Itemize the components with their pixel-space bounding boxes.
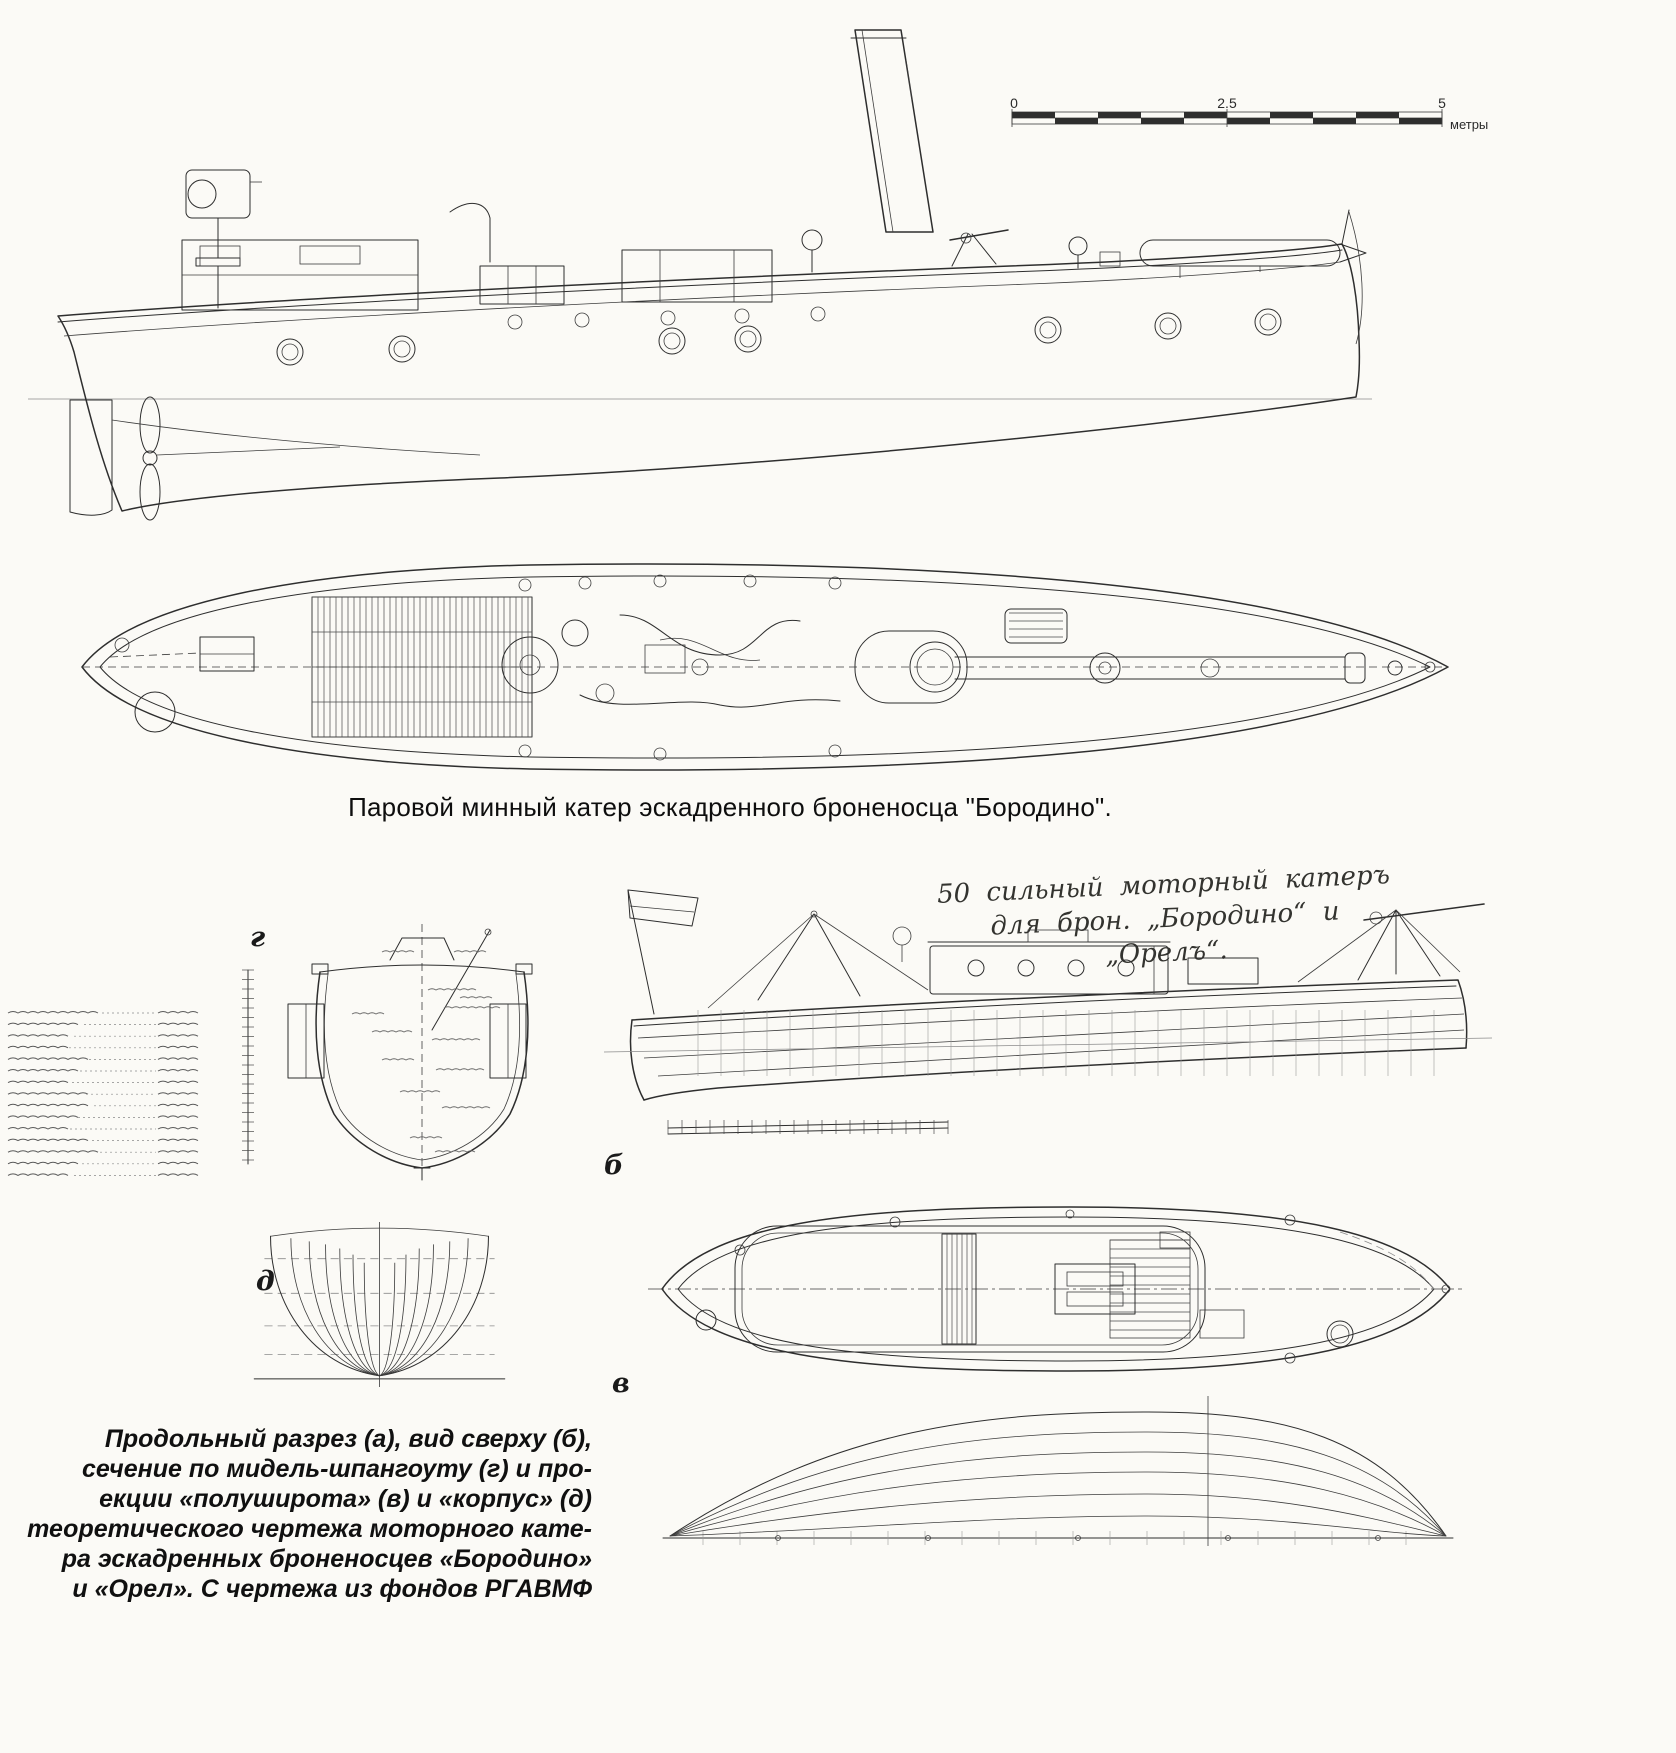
launch-hull bbox=[603, 979, 1493, 1101]
caption-bottom: Продольный разрез (а), вид сверху (б), с… bbox=[20, 1424, 592, 1604]
engine-machinery bbox=[501, 614, 841, 708]
body-plan-drawing bbox=[253, 1221, 506, 1387]
searchlight bbox=[185, 169, 262, 309]
small-ruler bbox=[667, 1120, 949, 1135]
hull-profile bbox=[57, 243, 1361, 512]
derrick-frame bbox=[707, 910, 929, 1009]
spec-rows bbox=[7, 1011, 199, 1176]
section-label-d: д bbox=[256, 1266, 275, 1297]
scale-unit-label: метры bbox=[1450, 117, 1488, 132]
center-machinery bbox=[1054, 1231, 1245, 1339]
spec-table-handwritten bbox=[7, 1011, 199, 1176]
vertical-ruler bbox=[242, 969, 254, 1165]
grating-v bbox=[941, 1233, 977, 1345]
motor-launch-side-view bbox=[603, 889, 1493, 1135]
scale-bar: 0 2.5 5 метры bbox=[1010, 95, 1488, 132]
motor-launch-plan-view bbox=[648, 1206, 1462, 1372]
deck-fittings bbox=[518, 574, 842, 761]
caption-bottom-line: Продольный разрез (а), вид сверху (б), bbox=[104, 1425, 592, 1453]
deck-structures bbox=[181, 203, 1121, 311]
rudder-and-propeller bbox=[69, 396, 481, 521]
planked-area bbox=[1109, 1239, 1191, 1339]
engine-gratings bbox=[311, 596, 533, 738]
section-label-g: г bbox=[250, 922, 266, 953]
bow-gun bbox=[1297, 903, 1485, 983]
stern-flag bbox=[627, 889, 699, 1015]
section-label-v: в bbox=[612, 1368, 630, 1399]
funnel bbox=[850, 29, 934, 233]
caption-bottom-line: екции «полуширота» (в) и «корпус» (д) bbox=[99, 1485, 592, 1513]
scale-end-label: 5 bbox=[1438, 95, 1446, 111]
caption-bottom-line: теоретического чертежа моторного кате- bbox=[27, 1515, 592, 1543]
plan-hull bbox=[81, 563, 1449, 771]
plan-view-drawing bbox=[81, 563, 1449, 771]
scale-start-label: 0 bbox=[1010, 95, 1018, 111]
windlass-group bbox=[109, 636, 255, 733]
plan-v-fittings bbox=[695, 1209, 1451, 1364]
plan-torpedo-tube bbox=[954, 652, 1436, 684]
half-breadth-lines-drawing bbox=[662, 1396, 1454, 1546]
cockpit-outline bbox=[734, 1225, 1206, 1353]
portholes bbox=[276, 306, 1282, 366]
scale-middle-label: 2.5 bbox=[1217, 95, 1237, 111]
caption-top: Паровой минный катер эскадренного бронен… bbox=[348, 792, 1112, 822]
midship-section-drawing bbox=[242, 924, 533, 1184]
waterline-curves bbox=[669, 1411, 1447, 1537]
deckhouse bbox=[892, 926, 1259, 995]
caption-bottom-line: ра эскадренных броненосцев «Бородино» bbox=[61, 1545, 592, 1573]
caption-bottom-line: и «Орел». С чертежа из фондов РГАВМФ bbox=[72, 1575, 592, 1603]
body-plan-curves bbox=[270, 1235, 489, 1377]
side-elevation-drawing: 0 2.5 5 метры bbox=[28, 29, 1488, 521]
section-label-b: б bbox=[604, 1150, 624, 1181]
bow-torpedo-tube bbox=[1139, 209, 1367, 345]
caption-bottom-line: сечение по мидель-шпангоуту (г) и про- bbox=[81, 1455, 592, 1483]
boiler-group bbox=[854, 608, 1068, 704]
